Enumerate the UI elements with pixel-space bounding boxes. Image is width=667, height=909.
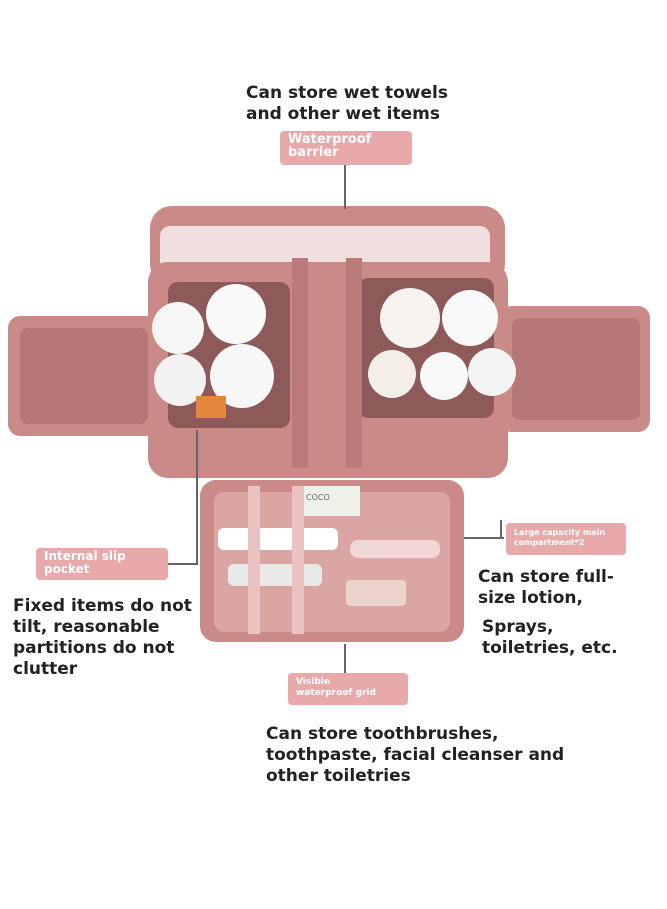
leader-line-top bbox=[344, 165, 346, 209]
leader-line-left-h bbox=[166, 563, 198, 565]
caption-full-size-lotion: Can store full- size lotion, bbox=[478, 567, 614, 608]
tag-visible-grid: Visible waterproof grid bbox=[288, 673, 408, 705]
caption-toothbrushes: Can store toothbrushes, toothpaste, faci… bbox=[266, 724, 565, 786]
caption-fixed-items: Fixed items do not tilt, reasonable part… bbox=[13, 596, 192, 679]
bottle-cap bbox=[154, 354, 206, 406]
handle bbox=[346, 258, 362, 468]
caption-wet-items: Can store wet towels and other wet items bbox=[246, 83, 448, 124]
tag-large-capacity: Large capacity main compartment*2 bbox=[506, 523, 626, 555]
leader-line-left-v bbox=[196, 430, 198, 564]
left-side-flap-inner bbox=[20, 328, 148, 424]
bottle-cap bbox=[210, 344, 274, 408]
strap bbox=[248, 486, 260, 634]
toothpaste-tube bbox=[218, 528, 338, 550]
bottle-cap bbox=[468, 348, 516, 396]
bottle-cap bbox=[368, 350, 416, 398]
right-side-flap-inner bbox=[512, 318, 640, 420]
tag-internal-slip-pocket: Internal slip pocket bbox=[36, 548, 168, 580]
bottle-cap bbox=[442, 290, 498, 346]
tag-waterproof-barrier: Waterproof barrier bbox=[280, 131, 412, 165]
leader-line-bottom bbox=[344, 644, 346, 676]
small-bottle bbox=[346, 580, 406, 606]
leader-line-right-h bbox=[464, 537, 504, 539]
bottle-cap bbox=[206, 284, 266, 344]
strap bbox=[292, 486, 304, 634]
product-box bbox=[300, 486, 360, 516]
handle bbox=[292, 258, 308, 468]
bottle-cap bbox=[380, 288, 440, 348]
caption-sprays-toiletries: Sprays, toiletries, etc. bbox=[482, 617, 618, 658]
cleanser-tube bbox=[228, 564, 322, 586]
bottle-orange bbox=[196, 396, 226, 418]
bottle-cap bbox=[420, 352, 468, 400]
bottle-cap bbox=[152, 302, 204, 354]
leader-line-right-v bbox=[500, 520, 502, 538]
toothbrush bbox=[350, 540, 440, 558]
product-label: COCO bbox=[306, 493, 330, 502]
towel bbox=[160, 226, 490, 272]
